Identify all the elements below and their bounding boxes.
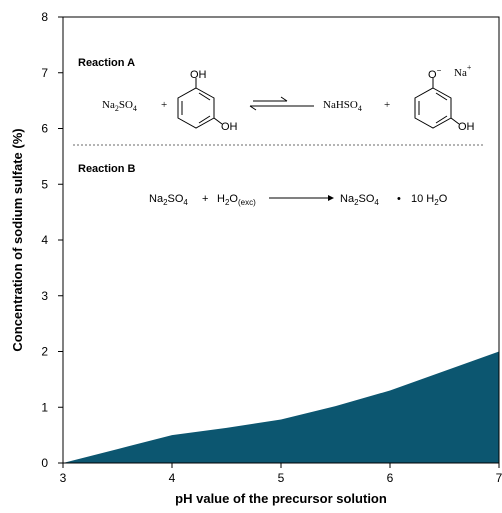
reaction-a-sodium-bisulfate: NaHSO4 <box>323 99 362 113</box>
x-tick-label: 4 <box>169 471 176 485</box>
reaction-b-product: Na2SO4 <box>340 193 379 207</box>
reaction-b-sodium-sulfate: Na2SO4 <box>149 193 188 207</box>
y-tick-label: 4 <box>41 233 48 247</box>
axis-ticks: 3 4 5 6 7 0 1 2 3 4 5 6 7 8 <box>41 10 502 485</box>
sodium-ion: Na+ <box>454 63 472 79</box>
reaction-b-plus: + <box>202 193 208 205</box>
phenoxide-oh: OH <box>458 121 475 133</box>
x-tick-label: 3 <box>60 471 67 485</box>
y-tick-label: 1 <box>41 400 48 414</box>
resorcinol-oh-top: OH <box>190 69 207 81</box>
plot-area <box>63 351 499 463</box>
reaction-a-sodium-sulfate: Na2SO4 <box>102 99 137 113</box>
x-tick-label: 7 <box>496 471 502 485</box>
resorcinol-structure <box>177 78 223 129</box>
y-tick-label: 7 <box>41 66 48 80</box>
reaction-b-water: H2O(exc) <box>217 193 256 207</box>
y-tick-label: 2 <box>41 345 48 359</box>
y-tick-label: 8 <box>41 10 48 24</box>
x-axis-title: pH value of the precursor solution <box>175 491 387 506</box>
reaction-b-dot: • <box>397 193 401 205</box>
y-tick-label: 3 <box>41 289 48 303</box>
y-tick-label: 5 <box>41 177 48 191</box>
phenoxide-structure <box>414 78 460 129</box>
y-tick-label: 6 <box>41 122 48 136</box>
reaction-a-title: Reaction A <box>78 57 135 69</box>
reaction-a-plus-2: + <box>384 99 390 111</box>
y-tick-label: 0 <box>41 456 48 470</box>
resorcinol-oh-bottom: OH <box>221 121 238 133</box>
reaction-a-plus-1: + <box>161 99 167 111</box>
equilibrium-arrows <box>249 96 314 111</box>
phenoxide-oxygen: O− <box>428 66 442 81</box>
y-axis-title: Concentration of sodium sulfate (%) <box>10 128 25 351</box>
reaction-b-title: Reaction B <box>78 163 136 175</box>
reaction-b: Reaction B Na2SO4 + H2O(exc) Na2SO4 • 10… <box>78 163 448 207</box>
x-tick-label: 5 <box>278 471 285 485</box>
reaction-b-hydrate: 10 H2O <box>411 193 448 207</box>
area-series-0 <box>63 351 499 463</box>
x-tick-label: 6 <box>387 471 394 485</box>
reaction-a: Reaction A Na2SO4 + OH OH NaHSO4 + <box>78 57 475 133</box>
